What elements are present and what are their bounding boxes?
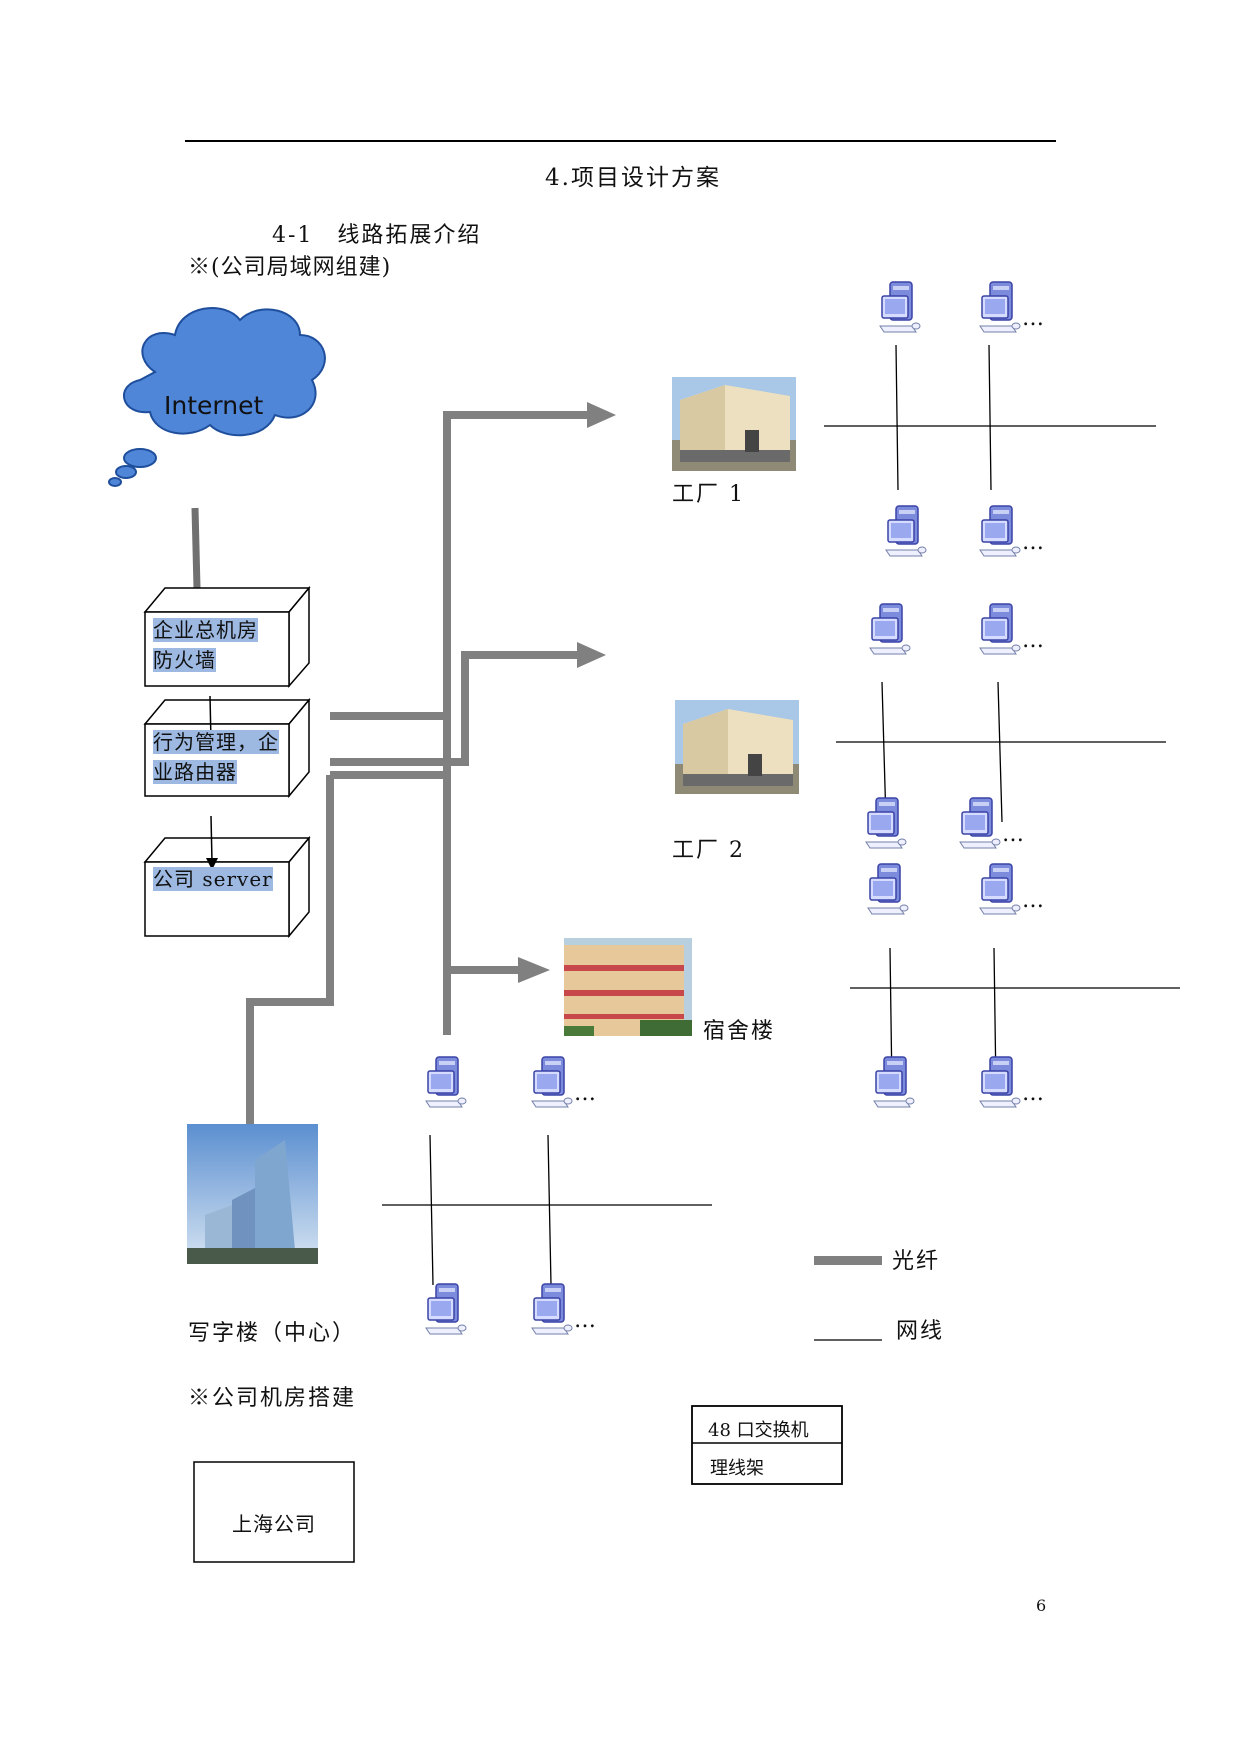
- lan-office: [382, 1134, 712, 1286]
- factory2-photo: [675, 700, 799, 794]
- rack-box-shape: [691, 1405, 843, 1485]
- pc-more-ellipsis: …: [1022, 628, 1044, 653]
- legend-cable-label: 网线: [896, 1319, 945, 1344]
- office-photo: [187, 1124, 318, 1264]
- lan-factory1: [824, 344, 1156, 491]
- pc-more-ellipsis: …: [1002, 822, 1024, 847]
- pc-more-ellipsis: …: [1022, 1081, 1044, 1106]
- pc-more-ellipsis: …: [1022, 306, 1044, 331]
- page-number: 6: [1036, 1596, 1047, 1615]
- pc-more-ellipsis: …: [1022, 888, 1044, 913]
- lan-heading: ※(公司局域网组建): [188, 255, 392, 280]
- legend-fiber-swatch: [814, 1256, 882, 1265]
- fiber-routes: [246, 411, 592, 1228]
- office-label: 写字楼（中心）: [188, 1321, 357, 1346]
- dorm-photo: [564, 938, 692, 1036]
- internet-label: Internet: [164, 391, 264, 420]
- rack-patch-panel-label: 理线架: [710, 1458, 764, 1479]
- dorm-label: 宿舍楼: [703, 1019, 776, 1044]
- datacenter-heading: ※公司机房搭建: [188, 1386, 357, 1411]
- section-title: 4.项目设计方案: [545, 165, 721, 191]
- shanghai-box-label: 上海公司: [232, 1512, 316, 1536]
- server-label-line1: 公司 server: [153, 867, 273, 891]
- pc-more-ellipsis: …: [1022, 530, 1044, 555]
- router-label-line1: 行为管理，企: [153, 730, 279, 754]
- firewall-label-line2: 防火墙: [153, 648, 216, 672]
- header-rule: [185, 140, 1056, 142]
- firewall-label-line1: 企业总机房: [153, 618, 258, 642]
- router-label-line2: 业路由器: [153, 760, 237, 784]
- server-label: 公司 server: [153, 864, 273, 894]
- firewall-label: 企业总机房 防火墙: [153, 615, 258, 675]
- router-label: 行为管理，企 业路由器: [153, 727, 279, 787]
- legend-fiber-label: 光纤: [892, 1249, 941, 1274]
- pc-more-ellipsis: …: [574, 1308, 596, 1333]
- factory1-label: 工厂 1: [672, 482, 745, 507]
- internet-cloud-icon: [108, 307, 326, 487]
- rack-switch-label: 48 口交换机: [708, 1420, 809, 1441]
- factory2-label: 工厂 2: [672, 838, 745, 863]
- shanghai-box-shape: [193, 1461, 355, 1563]
- subsection-title: 4-1 线路拓展介绍: [272, 223, 482, 248]
- factory1-photo: [672, 377, 796, 471]
- pc-more-ellipsis: …: [574, 1081, 596, 1106]
